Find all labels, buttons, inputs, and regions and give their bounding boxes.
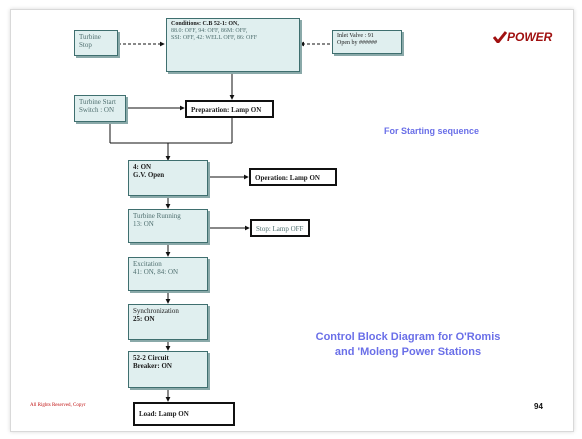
synchronization-line1: Synchronization (133, 307, 179, 315)
power-logo: POWER (493, 30, 552, 44)
operation-box: Operation: Lamp ON (249, 168, 337, 186)
turbine-stop-line1: Turbine (79, 33, 101, 41)
turbine-stop-line2: Stop (79, 41, 92, 49)
excitation-box: Excitation 41: ON, 84: ON (128, 257, 208, 291)
turbine-start-line1: Turbine Start (79, 98, 116, 106)
excitation-line1: Excitation (133, 260, 162, 268)
page-number: 94 (534, 402, 543, 411)
synchronization-box: Synchronization 25: ON (128, 304, 208, 340)
operation-label: Operation: Lamp ON (255, 174, 320, 182)
turbine-running-line2: 13: ON (133, 220, 154, 228)
slide-title-line1: Control Block Diagram for O'Romis (315, 331, 501, 343)
circuit-breaker-box: 52-2 Circuit Breaker: ON (128, 351, 208, 388)
stop-lamp-label: Stop: Lamp OFF (256, 225, 304, 233)
preparation-label: Preparation: Lamp ON (191, 106, 262, 114)
logo-text: POWER (507, 30, 553, 44)
excitation-line2: 41: ON, 84: ON (133, 268, 179, 276)
turbine-start-line2: Switch : ON (79, 106, 114, 114)
slide-title-line2: and 'Moleng Power Stations (334, 346, 482, 358)
turbine-stop-box: Turbine Stop (74, 30, 118, 56)
conditions-box: Conditions: C.B 52-1: ON, 88.0: OFF, 94:… (166, 18, 300, 72)
copyright-footer: All Rights Reserved, Copyr (30, 403, 86, 408)
inlet-valve-line2: Open by ###### (337, 40, 377, 46)
four-on-line2: G.V. Open (133, 171, 165, 179)
circuit-breaker-line1: 52-2 Circuit (133, 354, 169, 362)
stop-lamp-box: Stop: Lamp OFF (250, 219, 310, 237)
inlet-valve-line1: Inlet Valve : 91 (337, 33, 374, 39)
synchronization-line2: 25: ON (133, 315, 155, 323)
turbine-running-box: Turbine Running 13: ON (128, 209, 208, 243)
slide-subtitle: For Starting sequence (384, 126, 480, 136)
preparation-box: Preparation: Lamp ON (185, 100, 274, 118)
load-box: Load: Lamp ON (133, 402, 235, 426)
conditions-line3: SSI: OFF, 42: WELL OFF, 86: OFF (171, 35, 258, 41)
circuit-breaker-line2: Breaker: ON (133, 362, 172, 370)
conditions-line2: 88.0: OFF, 94: OFF, 86M: OFF, (171, 28, 248, 34)
four-on-box: 4: ON G.V. Open (128, 160, 208, 196)
conditions-line1: Conditions: C.B 52-1: ON, (171, 21, 239, 27)
check-swoosh-icon (493, 31, 507, 43)
turbine-start-box: Turbine Start Switch : ON (74, 95, 126, 122)
turbine-running-line1: Turbine Running (133, 212, 181, 220)
four-on-line1: 4: ON (133, 163, 152, 171)
inlet-valve-box: Inlet Valve : 91 Open by ###### (332, 30, 402, 54)
load-label: Load: Lamp ON (139, 410, 189, 418)
